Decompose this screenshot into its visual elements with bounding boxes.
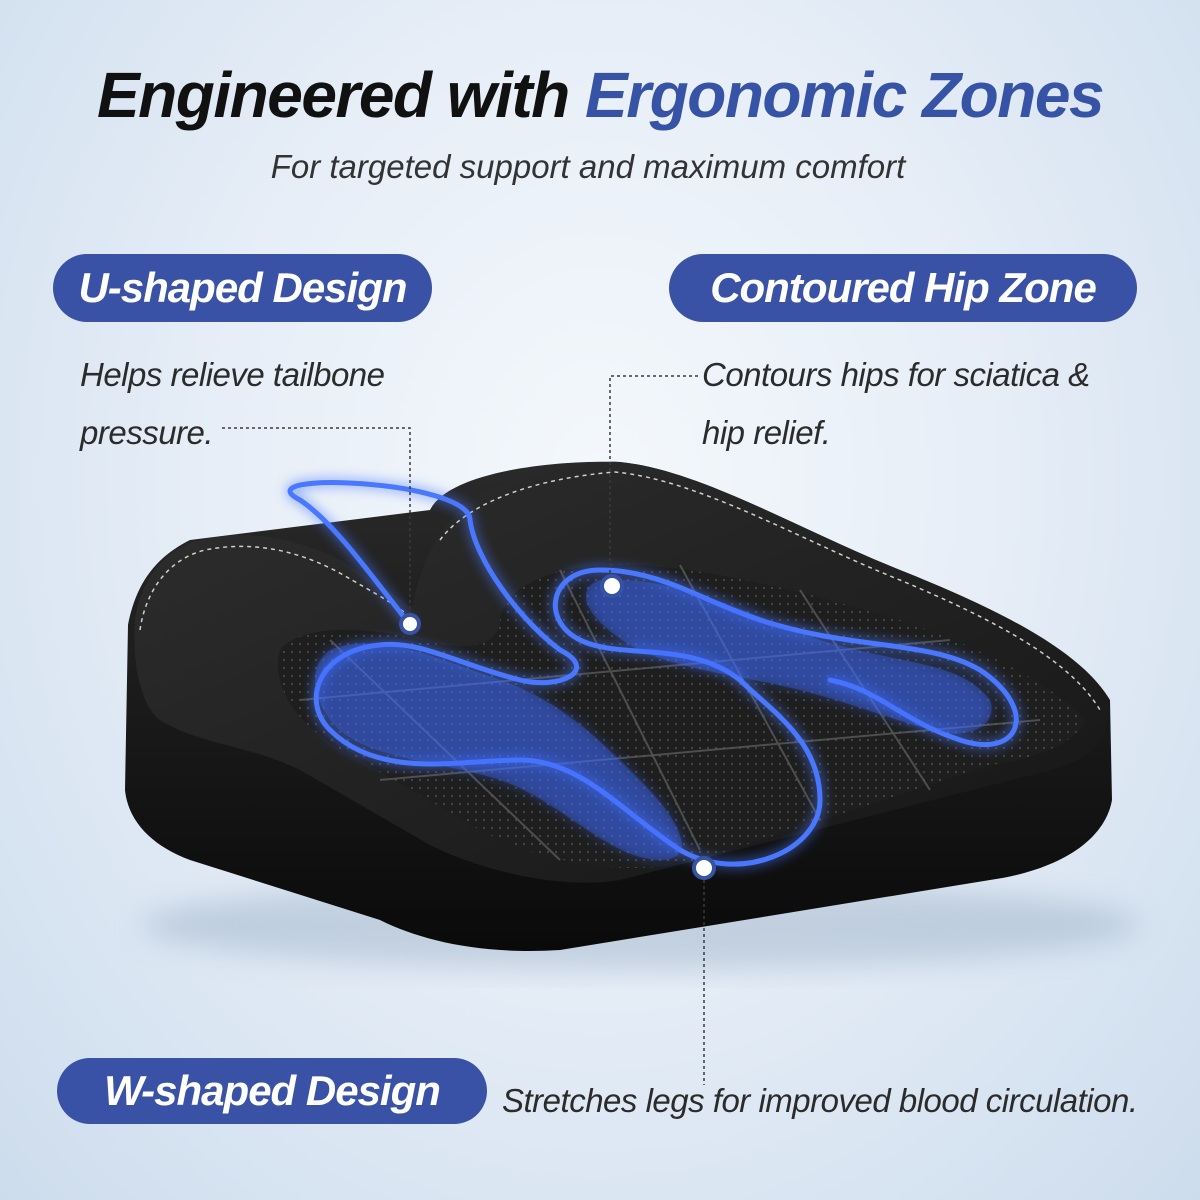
page-title: Engineered with Ergonomic Zones [0,58,1200,132]
title-main: Engineered with [96,59,570,131]
u-shaped-design-description: Helps relieve tailbone pressure. [80,356,385,451]
u-shaped-design-badge: U-shaped Design [53,254,432,322]
page-subtitle: For targeted support and maximum comfort [270,148,906,185]
perforated-panel [278,564,1085,869]
w-shaped-design-badge: W-shaped Design [57,1058,487,1124]
marker-u-shaped [399,613,421,635]
callout-leaders [222,375,705,1085]
ergonomic-zone-glow [287,480,1019,867]
callout-markers [399,574,716,880]
w-shaped-design-description: Stretches legs for improved blood circul… [502,1082,1138,1119]
contoured-hip-zone-description: Contours hips for sciatica & hip relief. [702,356,1090,451]
marker-w-shaped [692,856,716,880]
title-accent: Ergonomic Zones [585,59,1105,131]
edge-stitching [139,545,411,631]
marker-hip-zone [600,574,624,598]
contoured-hip-zone-badge: Contoured Hip Zone [669,254,1137,322]
edge-stitching-right [439,471,1101,711]
